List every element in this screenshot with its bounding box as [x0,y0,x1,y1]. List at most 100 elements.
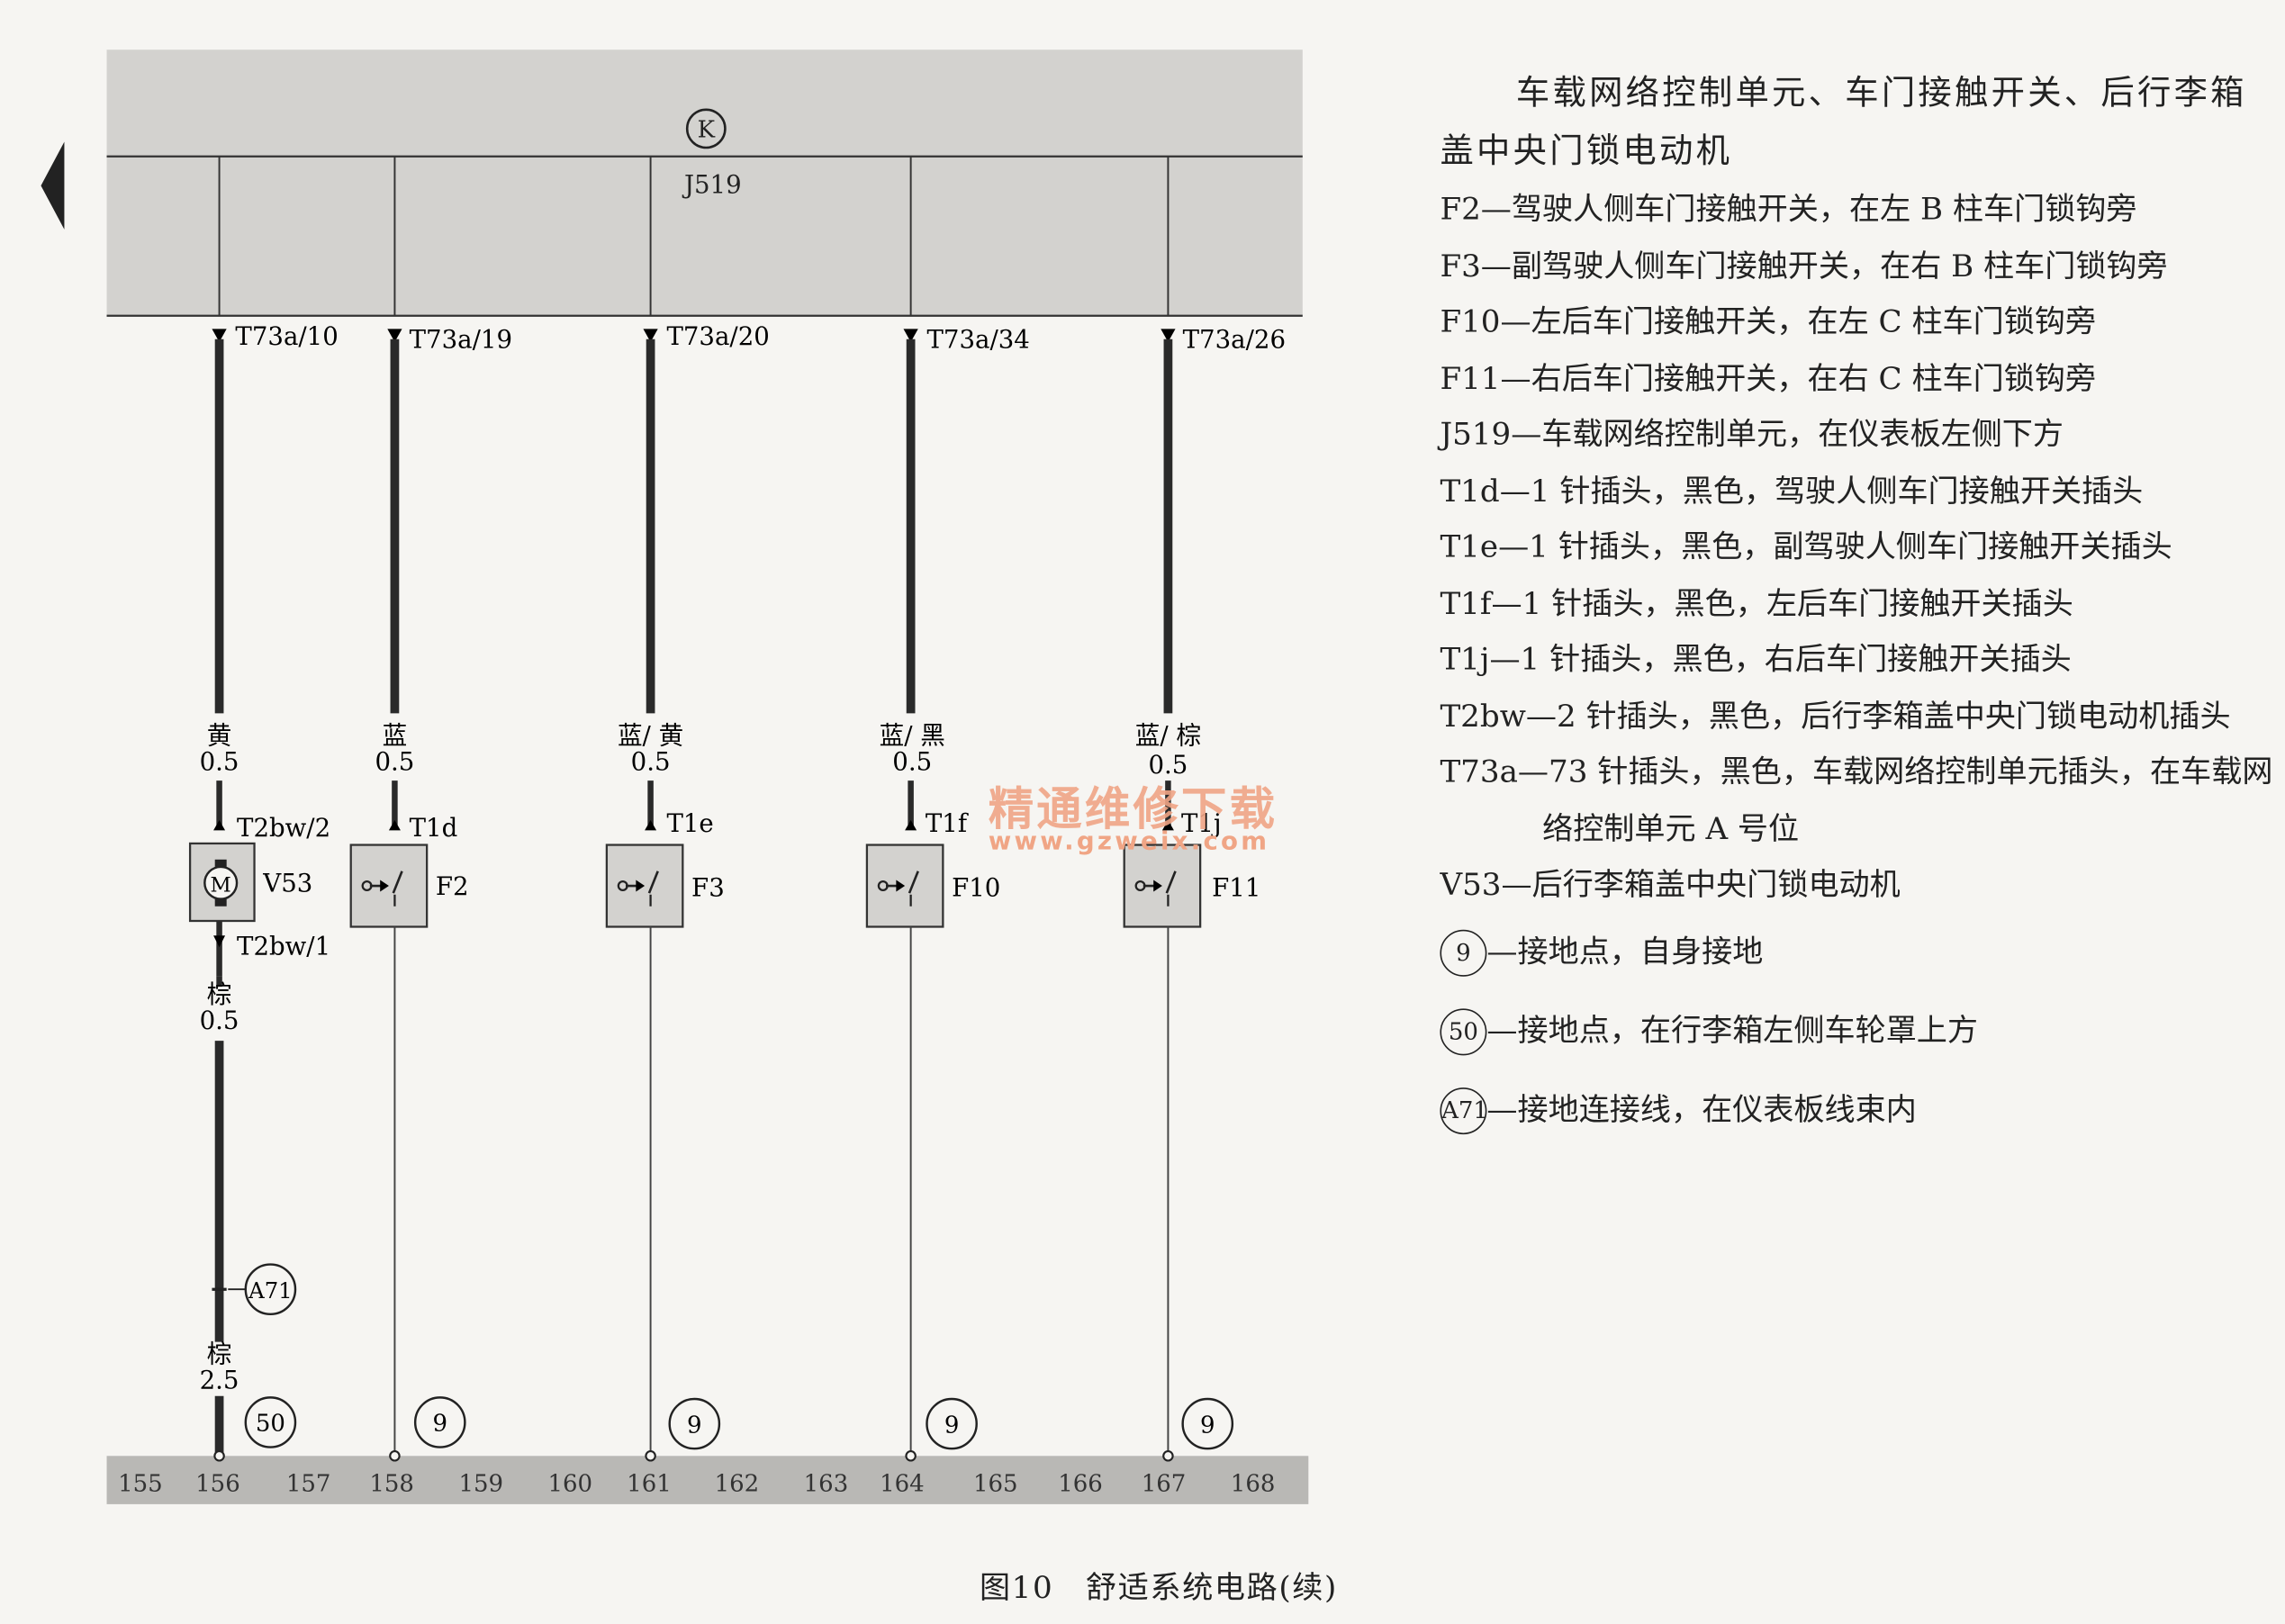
ground-symbol: A71 [1440,1087,1488,1134]
wire-size-label: 0.5 [892,747,932,777]
ground-point-circle [1181,1397,1234,1450]
legend-item: F11—右后车门接触开关，在右 C 柱车门锁钩旁 [1440,360,2097,396]
legend-item: V53—后行李箱盖中央门锁电动机 [1440,866,1901,902]
switch-actuator-icon [877,880,889,892]
motor-brush-icon [214,859,227,867]
ground-point-circle [244,1396,297,1448]
wire-pin-label: T73a/20 [666,321,769,351]
pin-arrow-icon [1161,329,1176,342]
switch-contact-icon [647,871,659,894]
wire-color-label: 蓝/ 棕 [1135,721,1201,751]
wire-color-label: 棕 [207,1339,232,1368]
watermark-url: www.gzweix.com [988,827,1270,857]
ground-point-circle [413,1396,466,1448]
legend-item: J519—车载网络控制单元，在仪表板左侧下方 [1440,416,2064,452]
ground-point-label: 9 [687,1412,702,1439]
legend-item: F3—副驾驶人侧车门接触开关，在右 B 柱车门锁钩旁 [1440,248,2168,284]
connector-arrow-icon [388,819,401,831]
splice-label: A71 [248,1277,293,1304]
grid-number: 162 [715,1470,760,1497]
grid-number: 166 [1058,1470,1103,1497]
ground-symbol: 50 [1440,1007,1487,1055]
connector-bottom-label: T2bw/1 [237,931,330,961]
wire-size-label: 0.5 [200,747,239,777]
ground-symbol: 9 [1440,928,1487,976]
pin-arrow-icon [643,329,658,342]
wire-color-label: 蓝/ 黄 [618,721,683,751]
ground-node [905,1450,917,1462]
legend-item: T2bw—2 针插头，黑色，后行李箱盖中央门锁电动机插头 [1440,698,2231,734]
wire-pin-label: T73a/26 [1183,324,1286,354]
switch-arrow-icon [896,880,906,892]
ground-point-circle [668,1397,721,1450]
switch-contact-icon [908,871,919,894]
wire-color-label: 棕 [207,979,232,1009]
wire-color-label: 蓝/ 黑 [880,721,945,751]
splice-circle [244,1263,297,1316]
connector-arrow-icon [1161,819,1174,831]
legend-item: T1j—1 针插头，黑色，右后车门接触开关插头 [1440,641,2072,677]
ground-point-label: 9 [432,1411,447,1438]
legend-item: T73a—73 针插头，黑色，车载网络控制单元插头，在车载网络控制单元 A 号位 [1440,753,2273,846]
grid-number: 160 [547,1470,592,1497]
pin-arrow-icon [387,329,402,342]
connector-top-label: T1d [410,813,458,843]
pin-arrow-icon [212,329,227,342]
legend-heading: 车载网络控制单元、车门接触开关、后行李箱盖中央门锁电动机 [1440,74,2247,171]
legend-item: T1d—1 针插头，黑色，驾驶人侧车门接触开关插头 [1440,473,2144,509]
connector-top-label: T1f [926,808,969,838]
pin-arrow-icon [903,329,918,342]
connector-top-label: T1e [666,808,713,838]
grid-number: 156 [195,1470,240,1497]
switch-arrow-icon [1153,880,1162,892]
legend-item: T1e—1 针插头，黑色，副驾驶人侧车门接触开关插头 [1440,528,2172,564]
wire-pin-label: T73a/19 [410,324,512,354]
component-label: F11 [1212,872,1260,902]
component-label: F3 [691,872,725,902]
ground-description: —接地连接线，在仪表板线束内 [1486,1092,1917,1128]
control-unit-band [106,50,1303,316]
switch-actuator-icon [617,880,628,892]
figure-caption: 图10 舒适系统电路(续) [979,1569,1338,1605]
component-label: V53 [262,869,312,898]
component-label: F10 [952,872,1000,902]
grid-number: 168 [1231,1470,1276,1497]
wire-group: M [188,156,1202,1462]
ground-node [1162,1450,1174,1462]
connector-top-label: T2bw/2 [237,813,330,843]
wire-color-label: 蓝 [383,721,408,751]
switch-actuator-icon [361,880,373,892]
grid-number: 159 [458,1470,503,1497]
wire-size-label: 0.5 [1148,750,1188,780]
connector-top-label: T1j [1181,808,1222,838]
switch-contact-icon [392,871,403,894]
legend: 车载网络控制单元、车门接触开关、后行李箱盖中央门锁电动机 F2—驾驶人侧车门接触… [1440,64,2273,1150]
legend-ground-entry: 9 —接地点，自身接地 [1440,913,2273,992]
wire-color-label: 黄 [207,721,232,751]
ground-point-label: 50 [256,1411,285,1438]
ground-description: —接地点，在行李箱左侧车轮罩上方 [1486,1013,1979,1049]
grid-number: 158 [369,1470,414,1497]
switch-arrow-icon [380,880,389,892]
connector-arrow-icon [905,819,917,831]
connector-arrow-icon [213,819,226,831]
wire-size-label: 2.5 [200,1366,239,1395]
ground-point-circle [926,1397,978,1450]
grid-number: 164 [880,1470,925,1497]
ground-description: —接地点，自身接地 [1486,934,1764,970]
page-turn-arrow-icon [41,141,65,230]
wire-pin-label: T73a/10 [235,321,338,351]
control-unit-label: J519 [682,169,742,199]
grid-number: 163 [804,1470,849,1497]
grid-number: 165 [973,1470,1018,1497]
wire-size-label: 0.5 [200,1006,239,1035]
switch-actuator-icon [1134,880,1146,892]
component-label: F2 [436,871,469,901]
motor-brush-icon [214,898,227,907]
connector-arrow-icon [645,819,657,831]
wire-pin-label: T73a/34 [926,324,1029,354]
control-unit-symbol-circle [685,108,727,149]
grid-number: 155 [118,1470,163,1497]
grid-number: 157 [286,1470,331,1497]
